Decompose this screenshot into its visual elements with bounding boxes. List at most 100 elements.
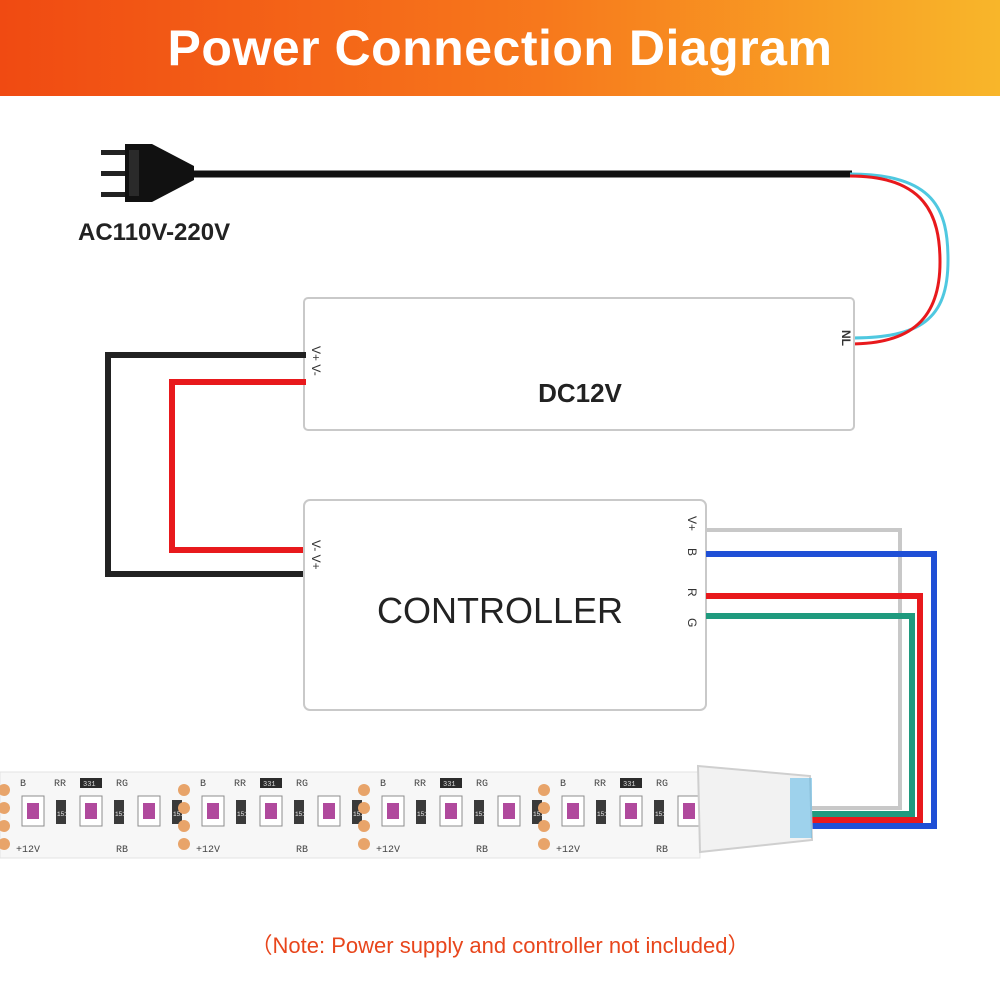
controller-terminal-b: B xyxy=(685,548,699,556)
ps-input-terminals: NL xyxy=(839,330,853,346)
pcb-label: RR xyxy=(234,779,246,790)
led-die xyxy=(387,803,399,819)
neutral-wire xyxy=(849,172,950,340)
pcb-label: RB xyxy=(656,845,668,856)
copper-pad xyxy=(0,820,10,832)
ac-plug-icon xyxy=(101,144,194,202)
connector-tip xyxy=(790,778,812,838)
pcb-label: +12V xyxy=(196,845,220,856)
pcb-label: +12V xyxy=(16,845,40,856)
controller-label: CONTROLLER xyxy=(377,590,623,631)
blue-output-wire xyxy=(706,551,937,829)
resistor xyxy=(352,800,362,824)
copper-pad xyxy=(178,820,190,832)
pcb-label: +12V xyxy=(556,845,580,856)
controller-input-terminals: V- V+ xyxy=(309,540,323,570)
green-output-wire xyxy=(706,613,915,817)
red-output-wire xyxy=(706,593,923,823)
resistor xyxy=(294,800,304,824)
resistor-code: 151 xyxy=(655,811,666,818)
resistor-code: 151 xyxy=(295,811,306,818)
led-die xyxy=(85,803,97,819)
copper-pad xyxy=(178,838,190,850)
dc-negative-wire xyxy=(105,352,306,577)
resistor-code: 151 xyxy=(417,811,428,818)
copper-pad xyxy=(358,820,370,832)
ic-chip xyxy=(80,778,102,788)
vplus-output-wire xyxy=(706,528,902,810)
copper-pad xyxy=(538,802,550,814)
led-die xyxy=(143,803,155,819)
ic-chip-code: 331 xyxy=(623,781,636,789)
led-die xyxy=(445,803,457,819)
copper-pad xyxy=(0,802,10,814)
led-strip: B RR RG +12V RB 331 151 151 151 B RR RG +12V RB 331 151… xyxy=(0,771,724,859)
led-die xyxy=(27,803,39,819)
pcb-label: RG xyxy=(116,779,128,790)
led-die xyxy=(207,803,219,819)
ps-output-terminals: V+ V- xyxy=(309,346,323,376)
resistor-code: 151 xyxy=(173,811,184,818)
copper-pad xyxy=(358,784,370,796)
controller-terminal-g: G xyxy=(685,618,699,627)
controller-terminal-r: R xyxy=(685,588,699,597)
pcb-label: B xyxy=(20,779,26,790)
resistor-code: 151 xyxy=(57,811,68,818)
ic-chip-code: 331 xyxy=(443,781,456,789)
resistor-code: 151 xyxy=(475,811,486,818)
page-title: Power Connection Diagram xyxy=(167,20,833,76)
led-die xyxy=(265,803,277,819)
resistor xyxy=(416,800,426,824)
resistor xyxy=(236,800,246,824)
pcb-label: B xyxy=(380,779,386,790)
ic-chip xyxy=(440,778,462,788)
resistor-code: 151 xyxy=(533,811,544,818)
ic-chip xyxy=(620,778,642,788)
copper-pad xyxy=(0,784,10,796)
pcb-label: B xyxy=(200,779,206,790)
ic-chip-code: 331 xyxy=(263,781,276,789)
strip-end-connector xyxy=(696,764,814,854)
pcb-label: +12V xyxy=(376,845,400,856)
led-die xyxy=(567,803,579,819)
copper-pad xyxy=(358,838,370,850)
resistor xyxy=(172,800,182,824)
ic-chip-code: 331 xyxy=(83,781,96,789)
pcb-label: RR xyxy=(414,779,426,790)
pcb-label: B xyxy=(560,779,566,790)
resistor-code: 151 xyxy=(353,811,364,818)
led-die xyxy=(503,803,515,819)
footnote: （Note: Power supply and controller not i… xyxy=(250,933,750,958)
dc-positive-wire xyxy=(169,379,306,553)
led-die xyxy=(323,803,335,819)
copper-pad xyxy=(538,784,550,796)
copper-pad xyxy=(358,802,370,814)
copper-pad xyxy=(538,820,550,832)
pcb-label: RR xyxy=(54,779,66,790)
pcb-label: RG xyxy=(296,779,308,790)
power-supply-box xyxy=(303,297,855,431)
power-supply-label: DC12V xyxy=(538,378,622,408)
controller-terminal-vplus: V+ xyxy=(685,516,699,531)
pcb-label: RG xyxy=(656,779,668,790)
title-banner: Power Connection Diagram xyxy=(0,0,1000,96)
led-strip-units: B RR RG +12V RB 331 151 151 151 B RR RG +12V RB 331 151… xyxy=(0,778,724,856)
pcb-label: RB xyxy=(116,845,128,856)
resistor xyxy=(596,800,606,824)
resistor-code: 151 xyxy=(597,811,608,818)
copper-pad xyxy=(538,838,550,850)
copper-pad xyxy=(0,838,10,850)
resistor xyxy=(532,800,542,824)
resistor xyxy=(56,800,66,824)
resistor xyxy=(654,800,664,824)
resistor-code: 151 xyxy=(237,811,248,818)
led-die xyxy=(625,803,637,819)
copper-pad xyxy=(178,802,190,814)
pcb-label: RG xyxy=(476,779,488,790)
ic-chip xyxy=(260,778,282,788)
live-wire xyxy=(849,174,942,346)
resistor-code: 151 xyxy=(115,811,126,818)
resistor xyxy=(474,800,484,824)
ac-voltage-label: AC110V-220V xyxy=(78,219,230,246)
